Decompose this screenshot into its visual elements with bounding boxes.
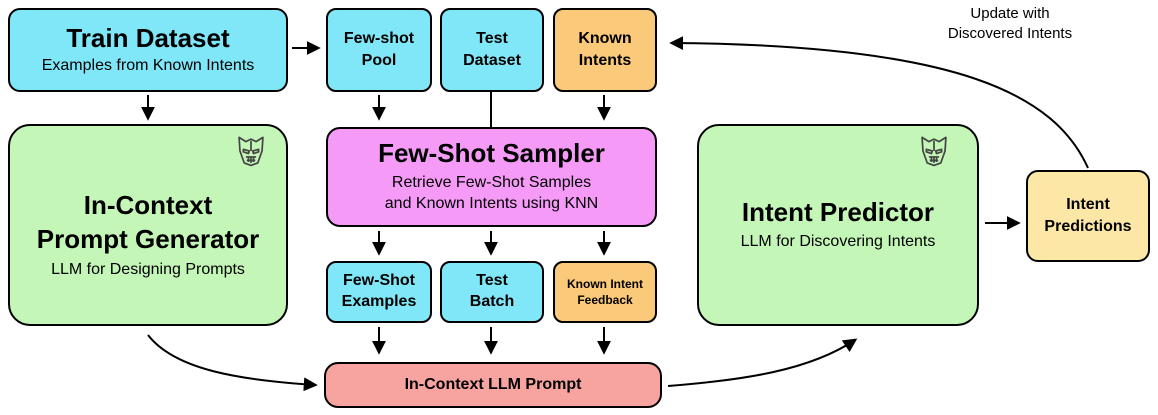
known-intent-feedback-box: Known Intent Feedback (553, 261, 657, 323)
feedback-loop-label: Update with Discovered Intents (947, 5, 1073, 42)
few-shot-examples-box: Few-Shot Examples (326, 261, 432, 323)
test-batch-label: Test Batch (469, 272, 515, 310)
intent-predictor-title: Intent Predictor (741, 197, 935, 228)
known-intent-feedback-label: Known Intent Feedback (567, 276, 643, 307)
intent-predictions-label: Intent Predictions (1044, 196, 1132, 235)
few-shot-sampler-box: Few-Shot Sampler Retrieve Few-Shot Sampl… (326, 127, 657, 227)
prompt-generator-box: In-Context Prompt Generator LLM for Desi… (8, 124, 288, 326)
llm-prompt-box: In-Context LLM Prompt (324, 362, 662, 408)
train-dataset-box: Train Dataset Examples from Known Intent… (8, 8, 288, 92)
prompt-generator-subtitle: LLM for Designing Prompts (51, 260, 245, 278)
transformer-robot-icon (238, 136, 264, 167)
test-batch-box: Test Batch (440, 261, 544, 323)
llm-prompt-label: In-Context LLM Prompt (404, 375, 582, 393)
sampler-title: Few-Shot Sampler (378, 138, 605, 169)
test-dataset-box: Test Dataset (440, 8, 544, 92)
sampler-subtitle: Retrieve Few-Shot Samples and Known Inte… (384, 174, 599, 212)
known-intents-label: Known Intents (578, 30, 632, 69)
few-shot-pool-label: Few-shot Pool (343, 30, 415, 69)
arrow-feedback-loop (669, 36, 1089, 169)
intent-predictions-box: Intent Predictions (1026, 170, 1150, 262)
arrow-prompt-to-predictor (667, 338, 858, 387)
arrow-generator-to-prompt (147, 334, 318, 392)
known-intents-box: Known Intents (553, 8, 657, 92)
prompt-generator-title: In-Context Prompt Generator (36, 190, 260, 254)
transformer-robot-icon (921, 136, 947, 167)
few-shot-pool-box: Few-shot Pool (326, 8, 432, 92)
test-dataset-label: Test Dataset (463, 30, 521, 69)
intent-predictor-subtitle: LLM for Discovering Intents (740, 233, 936, 251)
train-dataset-title: Train Dataset (66, 23, 230, 54)
train-dataset-subtitle: Examples from Known Intents (41, 57, 255, 75)
few-shot-examples-label: Few-Shot Examples (341, 272, 417, 310)
